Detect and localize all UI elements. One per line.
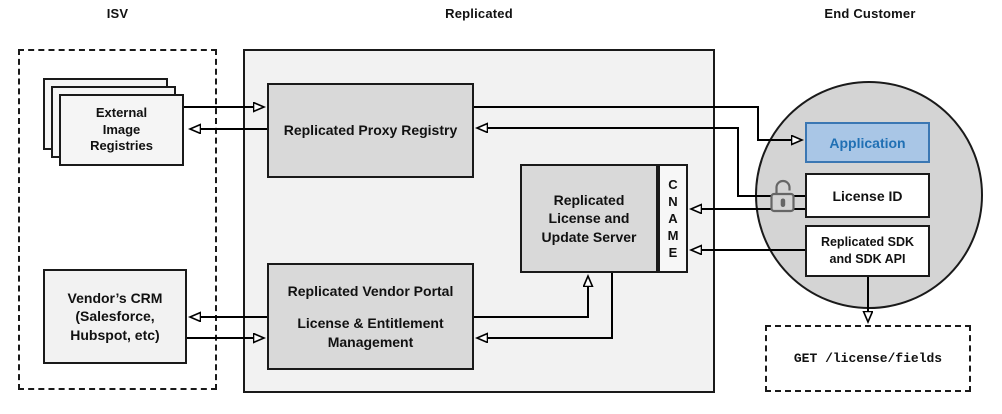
proxy-registry-node: Replicated Proxy Registry xyxy=(267,83,474,178)
application-label: Application xyxy=(829,134,906,151)
cname-node: CNAME xyxy=(658,164,688,273)
cname-label: CNAME xyxy=(667,177,679,260)
section-title-replicated: Replicated xyxy=(445,6,513,21)
isv-group-boundary xyxy=(18,49,217,390)
vendor-crm-node: Vendor’s CRM (Salesforce, Hubspot, etc) xyxy=(43,269,187,364)
external-registries-label: External Image Registries xyxy=(90,104,153,154)
get-license-fields-label: GET /license/fields xyxy=(793,351,943,366)
external-registries-node: External Image Registries xyxy=(59,94,184,166)
license-id-node: License ID xyxy=(805,173,930,218)
license-update-server-label: Replicated License and Update Server xyxy=(541,192,637,245)
section-title-isv: ISV xyxy=(106,6,129,21)
vendor-portal-subtitle: License & Entitlement Management xyxy=(297,315,444,350)
proxy-registry-label: Replicated Proxy Registry xyxy=(283,122,458,139)
application-node: Application xyxy=(805,122,930,163)
sdk-node: Replicated SDK and SDK API xyxy=(805,225,930,277)
license-update-server-node: Replicated License and Update Server xyxy=(520,164,658,273)
vendor-portal-node: Replicated Vendor Portal License & Entit… xyxy=(267,263,474,370)
get-license-fields-node: GET /license/fields xyxy=(765,325,971,392)
sdk-label: Replicated SDK and SDK API xyxy=(820,235,915,266)
section-title-end-customer: End Customer xyxy=(824,6,916,21)
license-id-label: License ID xyxy=(832,187,903,204)
vendor-portal-title: Replicated Vendor Portal xyxy=(287,283,454,300)
vendor-crm-label: Vendor’s CRM (Salesforce, Hubspot, etc) xyxy=(67,290,163,343)
